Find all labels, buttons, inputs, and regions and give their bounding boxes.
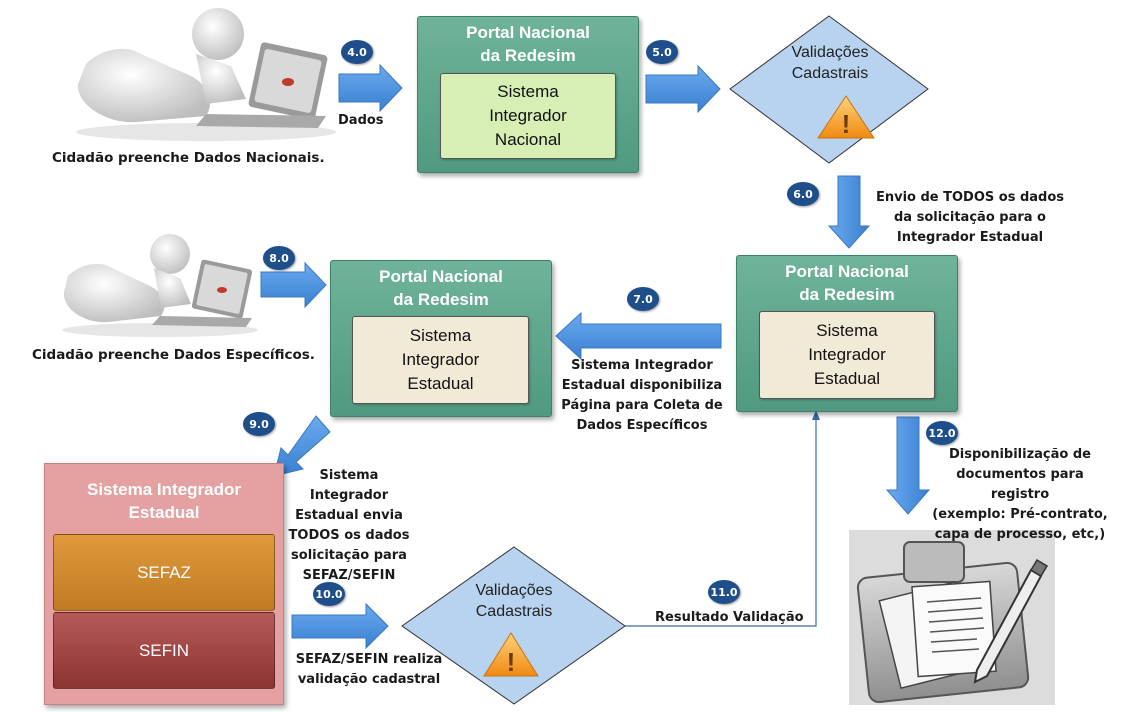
step-text-6: Envio de TODOS os dados da solicitação p… <box>875 190 1065 245</box>
warning-triangle-bottom <box>483 632 539 677</box>
validation-label-top: Validações Cadastrais <box>791 44 869 82</box>
sistema-title: Sistema Integrador Estadual <box>87 480 241 522</box>
step-badge-8: 8.0 <box>263 246 295 270</box>
diamond-validation-top <box>729 15 929 164</box>
step-text-7: Sistema Integrador Estadual disponibiliz… <box>561 358 723 433</box>
warning-mark-bottom: ! <box>507 647 516 677</box>
step-badge-10: 10.0 <box>313 582 345 606</box>
caption-national-data: Cidadão preenche Dados Nacionais. <box>52 150 325 166</box>
portal-redesim-mid-left: Portal Nacional da Redesim Sistema Integ… <box>330 260 552 417</box>
portal-title: Portal Nacional da Redesim <box>466 23 590 65</box>
diamond-validation-bottom <box>401 546 626 705</box>
step-badge-9: 9.0 <box>243 412 275 436</box>
person-laptop-icon-specific <box>62 234 258 337</box>
person-laptop-icon-national <box>76 8 336 141</box>
warning-mark-top: ! <box>842 109 851 139</box>
step-badge-12: 12.0 <box>926 421 958 445</box>
step-badge-5: 5.0 <box>646 40 678 64</box>
arrow-step-8 <box>260 261 327 309</box>
arrow-step-12 <box>885 416 931 515</box>
documents-clipboard-icon <box>849 530 1055 705</box>
sistema-integrador-estadual-right: Sistema Integrador Estadual <box>759 311 935 399</box>
portal-title: Portal Nacional da Redesim <box>379 267 503 309</box>
step-text-12: Disponibilização de documentos para regi… <box>932 447 1108 542</box>
arrow-step-6 <box>827 175 871 249</box>
step-text-9: Sistema Integrador Estadual envia TODOS … <box>288 468 410 583</box>
sefaz-block: SEFAZ <box>53 534 275 611</box>
step-badge-7: 7.0 <box>627 287 659 311</box>
step-badge-11: 11.0 <box>708 580 740 604</box>
step-text-11: Resultado Validação <box>655 610 804 625</box>
arrow-step-7 <box>555 311 722 361</box>
sistema-integrador-nacional: Sistema Integrador Nacional <box>440 73 616 159</box>
connector-step-11-head <box>812 410 820 420</box>
step-badge-4: 4.0 <box>341 40 373 64</box>
portal-redesim-top: Portal Nacional da Redesim Sistema Integ… <box>417 16 639 173</box>
step-text-4: Dados <box>338 113 384 128</box>
step-badge-6: 6.0 <box>787 182 819 206</box>
caption-specific-data: Cidadão preenche Dados Específicos. <box>32 347 315 363</box>
portal-redesim-mid-right: Portal Nacional da Redesim Sistema Integ… <box>736 255 958 412</box>
sistema-integrador-estadual-left: Sistema Integrador Estadual <box>352 316 529 404</box>
arrow-step-4 <box>338 63 403 113</box>
connector-step-11 <box>625 416 817 627</box>
arrow-step-10 <box>291 602 389 650</box>
sistema-integrador-estadual-box: Sistema Integrador Estadual SEFAZ SEFIN <box>44 463 284 705</box>
arrow-step-9 <box>273 415 331 477</box>
validation-label-bottom: Validações Cadastrais <box>475 582 553 620</box>
portal-title: Portal Nacional da Redesim <box>785 262 909 304</box>
arrow-step-5 <box>645 64 721 114</box>
sefin-block: SEFIN <box>53 612 275 689</box>
warning-triangle-top <box>817 95 875 139</box>
step-text-10: SEFAZ/SEFIN realiza validação cadastral <box>295 652 443 687</box>
